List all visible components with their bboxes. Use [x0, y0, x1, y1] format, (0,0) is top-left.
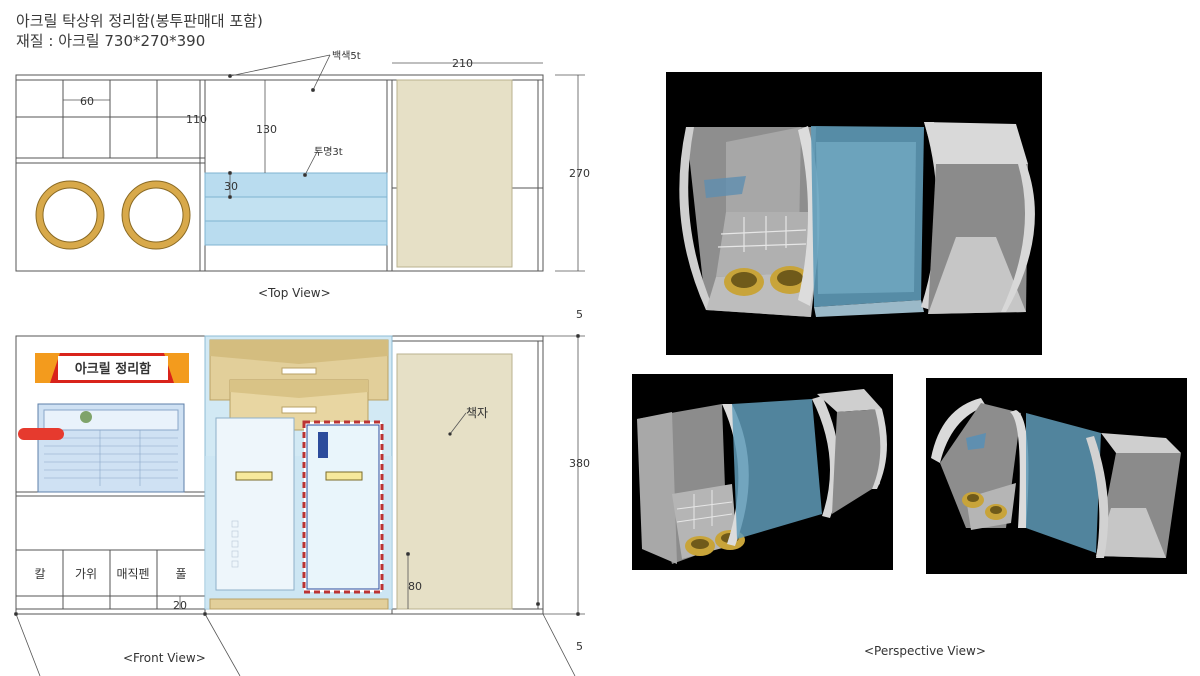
dim-grid-cell: 60	[80, 95, 94, 108]
top-clear-shelf-2	[204, 196, 388, 222]
dim-front-height: 380	[569, 457, 590, 470]
top-book-panel	[396, 79, 513, 268]
top-tape-ring-2	[121, 180, 191, 250]
slot-label-knife: 칼	[34, 567, 45, 581]
front-view-caption: <Front View>	[123, 651, 206, 665]
sign-text: 아크릴 정리함	[75, 361, 151, 377]
dim-total-depth: 270	[569, 167, 590, 180]
perspective-view-caption: <Perspective View>	[864, 644, 986, 658]
dim-width-right: 210	[452, 57, 473, 70]
dim-grid-depth: 110	[186, 113, 207, 126]
dim-front-bottom: 5	[576, 640, 583, 653]
acrylic-sign: 아크릴 정리함	[35, 353, 189, 383]
top-clear-shelf-3	[204, 220, 388, 246]
top-tape-ring-1	[35, 180, 105, 250]
postal-form-document	[18, 403, 185, 493]
white-envelope	[215, 417, 295, 591]
perspective-render-main	[666, 72, 1042, 355]
front-view: 아크릴 정리함 칼 가위 매직펜 풀	[13, 308, 590, 676]
perspective-render-right	[926, 378, 1187, 574]
callout-white-acrylic: 백색5t	[332, 50, 361, 62]
slot-label-glue: 풀	[175, 567, 186, 581]
slot-label-marker: 매직펜	[116, 567, 149, 581]
dim-book-shelf: 80	[408, 580, 422, 593]
material-spec: 재질 : 아크릴 730*270*390	[16, 32, 206, 50]
callout-clear-acrylic: 투명3t	[314, 146, 343, 158]
airmail-envelope	[302, 420, 384, 594]
slot-label-scissors: 가위	[75, 567, 97, 581]
dim-slot-height: 20	[173, 599, 187, 612]
top-view-caption: <Top View>	[258, 286, 331, 300]
drawing-title: 아크릴 탁상위 정리함(봉투판매대 포함)	[16, 12, 263, 30]
manila-envelope-front	[229, 379, 369, 431]
perspective-caption-box: <Perspective View>	[864, 644, 986, 658]
dim-mid-depth: 130	[256, 123, 277, 136]
dim-shelf-gap: 30	[224, 180, 238, 193]
book-label: 책자	[466, 405, 488, 420]
perspective-render-left	[632, 374, 893, 570]
front-book-panel	[396, 353, 513, 610]
top-outer-frame	[15, 74, 544, 272]
top-view: 백색5t 210 60 110 130 투명3t 30 270 <Top Vie…	[15, 50, 590, 300]
dim-front-top: 5	[576, 308, 583, 321]
